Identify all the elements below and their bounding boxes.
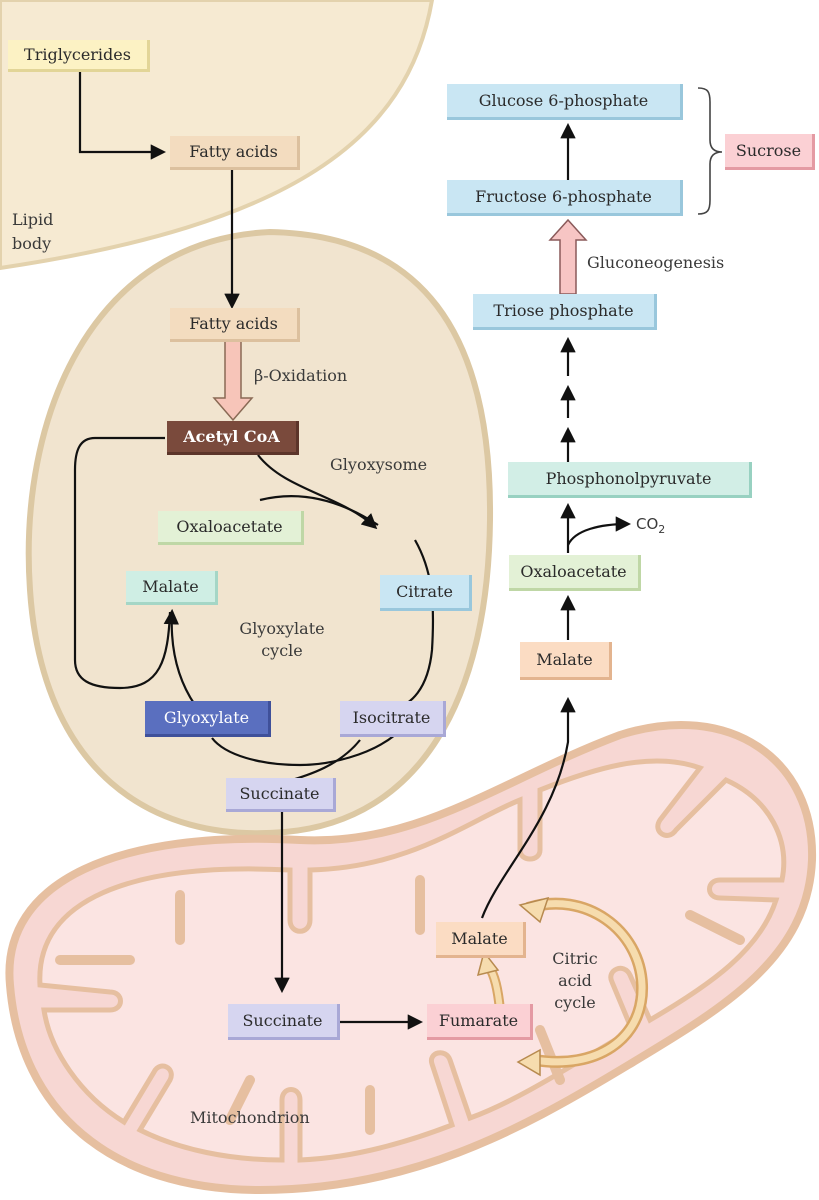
triose-phosphate-box: Triose phosphate: [473, 294, 657, 330]
triglycerides-box: Triglycerides: [8, 40, 150, 72]
fumarate-box: Fumarate: [427, 1004, 533, 1040]
gluconeogenesis-label: Gluconeogenesis: [587, 253, 725, 272]
acetyl-coa-box: Acetyl CoA: [167, 421, 299, 455]
isocitrate-box: Isocitrate: [340, 701, 446, 737]
glyoxysome-label: Glyoxysome: [330, 455, 428, 474]
citrate-box: Citrate: [380, 575, 472, 611]
beta-oxidation-arrow: [212, 339, 254, 422]
fructose-6-phosphate-box: Fructose 6-phosphate: [447, 180, 683, 216]
hexose-brace: [697, 87, 723, 215]
sucrose-box: Sucrose: [725, 134, 815, 170]
gluconeogenesis-arrow: [548, 218, 588, 295]
co2-label: CO2: [636, 515, 666, 536]
glyoxylate-box: Glyoxylate: [145, 701, 271, 737]
fatty-acids-lipid-box: Fatty acids: [170, 136, 300, 170]
pep-box: Phosphonolpyruvate: [508, 462, 752, 498]
malate-glyoxysome-box: Malate: [126, 571, 218, 605]
oxaloacetate-glyoxysome-box: Oxaloacetate: [158, 511, 304, 545]
fatty-acids-glyoxysome-box: Fatty acids: [170, 308, 300, 342]
oxaloacetate-cytosol-box: Oxaloacetate: [509, 555, 641, 591]
malate-cytosol-box: Malate: [520, 642, 612, 680]
glyoxylate-cycle-label: Glyoxylate cycle: [239, 619, 325, 660]
succinate-glyoxysome-box: Succinate: [226, 778, 336, 812]
beta-oxidation-label: β-Oxidation: [254, 366, 348, 385]
glucose-6-phosphate-box: Glucose 6-phosphate: [447, 84, 683, 120]
succinate-mito-box: Succinate: [228, 1004, 340, 1040]
lipid-body-label: Lipid body: [12, 210, 54, 253]
malate-mito-box: Malate: [436, 922, 526, 958]
mitochondrion-label: Mitochondrion: [190, 1108, 310, 1127]
citric-acid-cycle-label: Citric acid cycle: [552, 949, 598, 1012]
mitochondrion-inner-membrane: [37, 758, 787, 1163]
